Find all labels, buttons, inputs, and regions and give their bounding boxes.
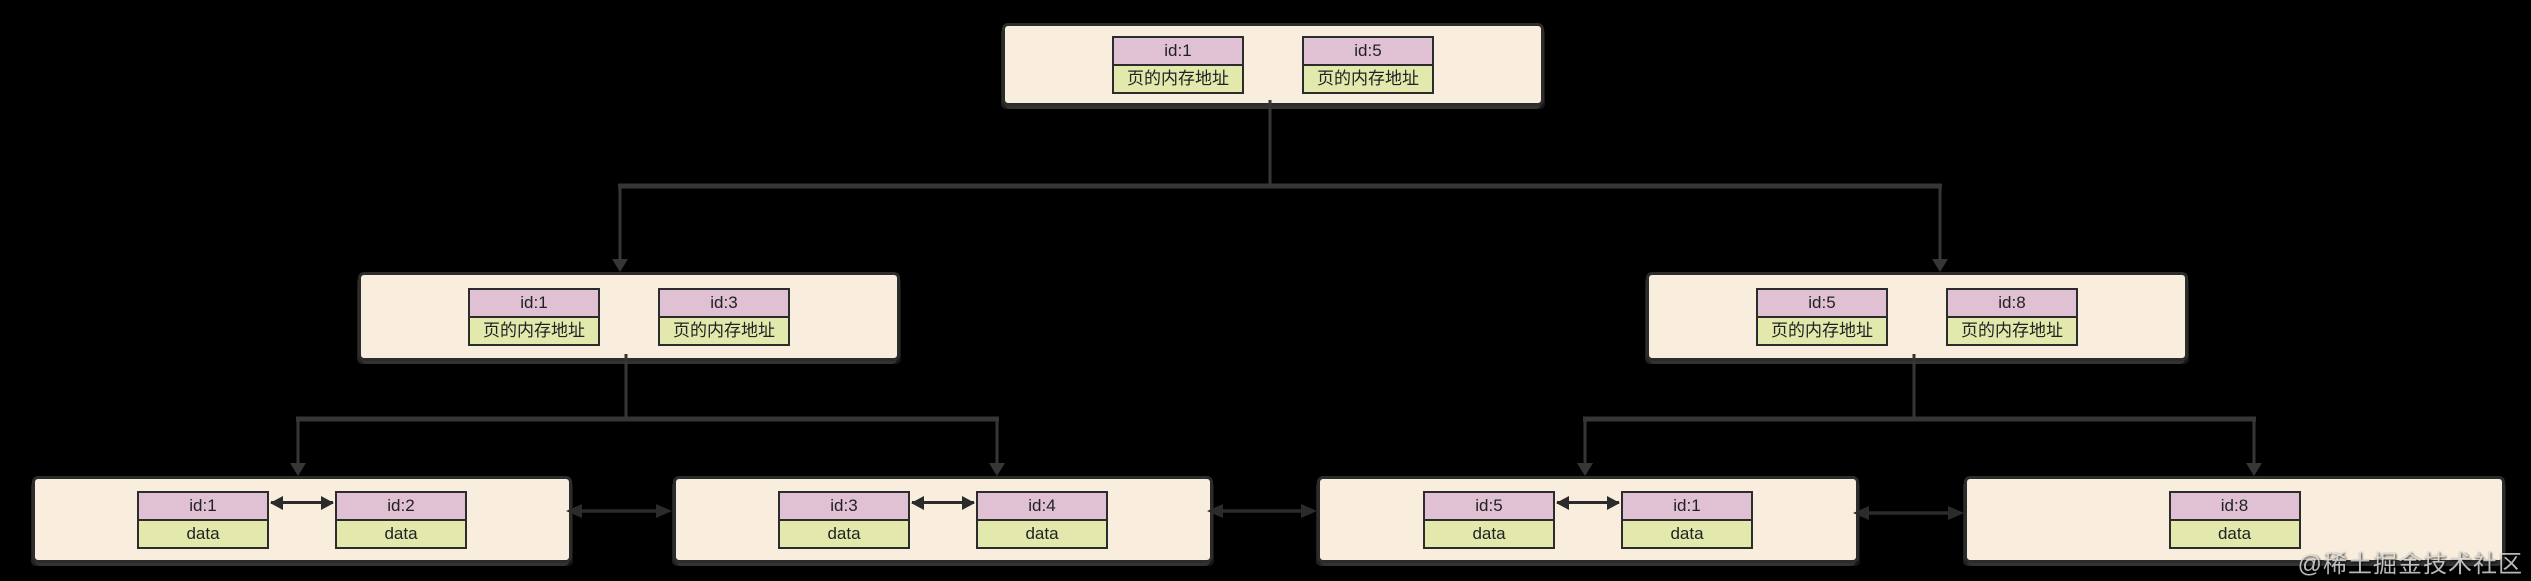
bidirectional-arrow-icon (271, 501, 333, 504)
record-cell: id:4 data (976, 490, 1108, 549)
key-id: id:5 (1304, 37, 1432, 66)
record-id: id:8 (2170, 492, 2299, 521)
record-cell: id:3 data (778, 490, 910, 549)
arrowhead-leaf1 (290, 463, 306, 476)
record-data: data (780, 520, 908, 547)
arrowhead-leaf3 (1577, 463, 1593, 476)
leaf-node-3: id:5 data id:1 data (1317, 476, 1859, 563)
key-value: 页的内存地址 (1304, 65, 1432, 92)
record-cell: id:8 data (2168, 490, 2301, 549)
key-value: 页的内存地址 (1948, 317, 2076, 344)
record-cell: id:2 data (335, 490, 467, 549)
bidirectional-arrow-icon (912, 501, 974, 504)
arrowhead-leaf2 (989, 463, 1005, 476)
key-id: id:8 (1948, 289, 2076, 318)
record-id: id:3 (780, 492, 908, 521)
record-id: id:5 (1425, 492, 1553, 521)
record-cell: id:1 data (1621, 490, 1753, 549)
leaf-node-4: id:8 data (1964, 476, 2505, 563)
record-id: id:4 (978, 492, 1106, 521)
leaf-node-2: id:3 data id:4 data (673, 476, 1213, 563)
record-id: id:1 (139, 492, 267, 521)
arrowhead-internal-right (1932, 259, 1948, 272)
record-data: data (978, 520, 1106, 547)
record-id: id:1 (1623, 492, 1751, 521)
leaf3-leaf4-right-arrowhead (1948, 506, 1964, 520)
record-data: data (139, 520, 267, 547)
key-cell: id:5 页的内存地址 (1302, 35, 1434, 94)
leaf-node-1: id:1 data id:2 data (32, 476, 572, 563)
internal-node-left: id:1 页的内存地址 id:3 页的内存地址 (358, 272, 900, 361)
key-value: 页的内存地址 (1758, 317, 1886, 344)
watermark: @稀土掘金技术社区 (2297, 551, 2523, 578)
record-cell: id:5 data (1423, 490, 1555, 549)
key-id: id:5 (1758, 289, 1886, 318)
key-cell: id:1 页的内存地址 (468, 287, 600, 346)
key-cell: id:5 页的内存地址 (1756, 287, 1888, 346)
key-cell: id:8 页的内存地址 (1946, 287, 2078, 346)
arrowhead-internal-left (612, 259, 628, 272)
key-cell: id:3 页的内存地址 (658, 287, 790, 346)
record-cell: id:1 data (137, 490, 269, 549)
leaf2-leaf3-right-arrowhead (1301, 504, 1317, 518)
key-id: id:3 (660, 289, 788, 318)
leaf1-leaf2-right-arrowhead (656, 504, 672, 518)
key-id: id:1 (470, 289, 598, 318)
bidirectional-arrow-icon (1557, 501, 1619, 504)
internal-node-right: id:5 页的内存地址 id:8 页的内存地址 (1646, 272, 2188, 361)
key-cell: id:1 页的内存地址 (1112, 35, 1244, 94)
record-id: id:2 (337, 492, 465, 521)
record-data: data (337, 520, 465, 547)
root-node: id:1 页的内存地址 id:5 页的内存地址 (1002, 23, 1544, 106)
key-id: id:1 (1114, 37, 1242, 66)
record-data: data (2170, 520, 2299, 547)
record-data: data (1623, 520, 1751, 547)
record-data: data (1425, 520, 1553, 547)
key-value: 页的内存地址 (470, 317, 598, 344)
arrowhead-leaf4 (2246, 463, 2262, 476)
key-value: 页的内存地址 (660, 317, 788, 344)
key-value: 页的内存地址 (1114, 65, 1242, 92)
